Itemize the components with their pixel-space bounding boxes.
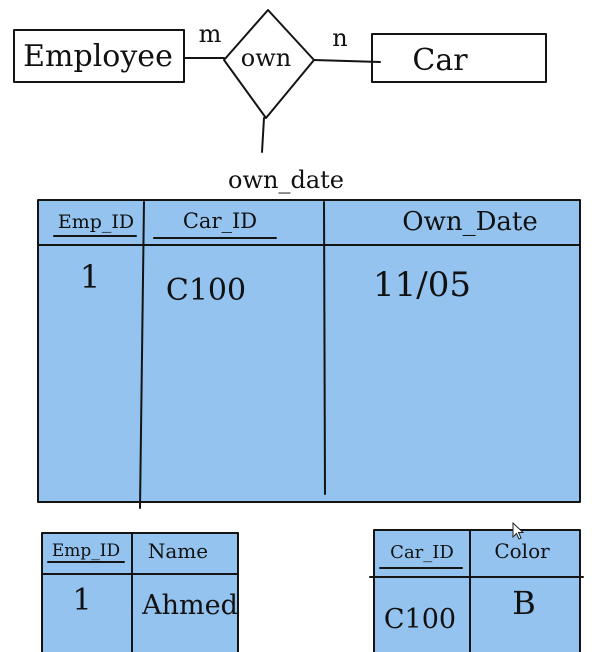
attribute-link [261, 117, 265, 153]
entity-car-box [371, 33, 547, 83]
attribute-own-date: own_date [228, 166, 344, 194]
employee-table-background [42, 533, 238, 652]
relationship-own-diamond [223, 9, 315, 119]
cardinality-left: m [199, 20, 222, 48]
own-table: Emp_ID Car_ID Own_Date 1 C100 11/05 [37, 199, 581, 509]
own-table-background [38, 200, 580, 502]
car-cell-color: B [512, 584, 536, 622]
entity-employee-box [13, 29, 185, 83]
mouse-cursor-icon [512, 522, 524, 540]
own-table-column-divider-2 [323, 201, 326, 495]
employee-table: Emp_ID Name 1 Ahmed [41, 532, 239, 652]
own-table-border [37, 199, 581, 503]
employee-header-name: Name [148, 539, 208, 563]
own-header-emp-id: Emp_ID [58, 211, 134, 233]
employee-header-emp-id: Emp_ID [52, 541, 120, 561]
employee-table-border [41, 532, 239, 652]
own-table-column-divider-1 [139, 201, 145, 509]
employee-cell-name: Ahmed [141, 590, 238, 621]
own-cell-own-date: 11/05 [373, 265, 471, 305]
car-table-border [373, 529, 581, 652]
own-header-own-date: Own_Date [402, 207, 538, 237]
car-table-background [374, 530, 580, 652]
cardinality-right: n [332, 24, 347, 52]
connector-right [313, 59, 381, 63]
relationship-own-label: own [241, 44, 291, 72]
er-diagram: Employee m own n Car own_date [13, 9, 547, 194]
own-header-car-id: Car_ID [183, 209, 257, 233]
employee-cell-emp-id: 1 [72, 583, 91, 618]
car-cell-car-id: C100 [384, 604, 456, 635]
entity-car-label: Car [412, 43, 468, 78]
car-header-color: Color [494, 539, 550, 563]
car-header-car-id: Car_ID [390, 542, 454, 563]
car-table: Car_ID Color C100 B [369, 529, 584, 652]
own-cell-emp-id: 1 [80, 258, 100, 296]
own-cell-car-id: C100 [166, 273, 246, 308]
entity-employee-label: Employee [23, 39, 173, 74]
